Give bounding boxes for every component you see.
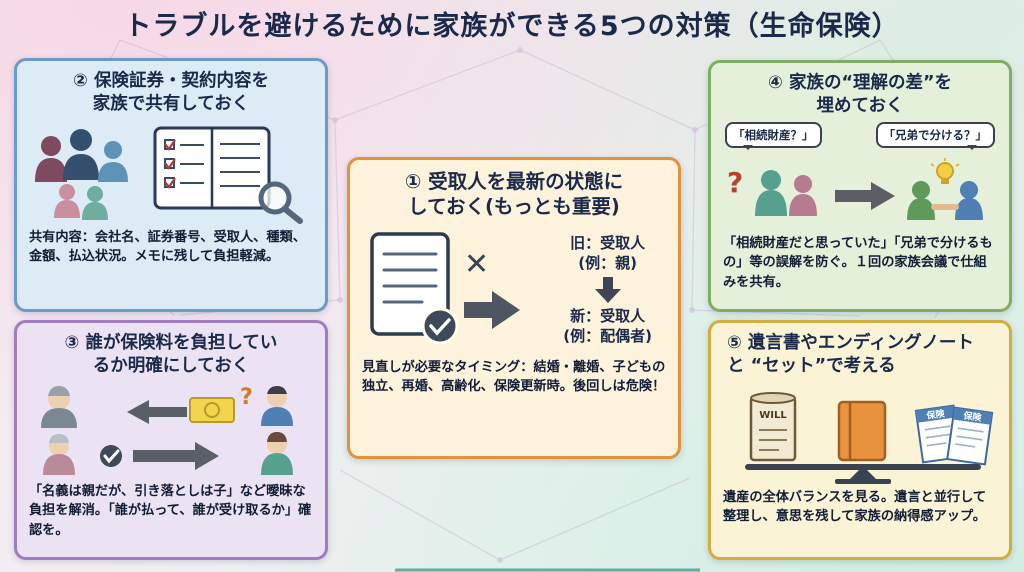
ending-note-icon [837, 400, 887, 461]
elderly-mother-icon [43, 433, 75, 475]
card-understanding-heading: ④ 家族の“理解の差”を 埋めておく [768, 73, 952, 116]
handshake-pair-icon [907, 180, 983, 220]
daughter-icon [261, 431, 293, 475]
beneficiary-illustration-row: ✕ 旧：受取人 (例：親) 新：受取人 (例：配偶者) [362, 224, 666, 354]
will-balance-illustration: WILL 保険 保険 [745, 391, 994, 484]
will-label: WILL [759, 410, 787, 421]
payer-flow-illustration: ? [41, 385, 293, 475]
insurance-papers-icon: 保険 保険 [914, 403, 994, 466]
question-mark: ? [240, 385, 253, 410]
magnifier-icon [258, 181, 303, 224]
card-beneficiary-heading: ① 受取人を最新の状態に しておく(もっとも重要) [404, 170, 624, 219]
card-premium-payer: ③ 誰が保険料を負担してい るか明確にしておく ? [14, 320, 328, 560]
card-payer-body: 「名義は親だが、引き落としは子」など曖昧な負担を解消。「誰が払って、誰が受け取る… [29, 483, 312, 539]
beneficiary-states: 旧：受取人 (例：親) 新：受取人 (例：配偶者) [563, 233, 660, 346]
arrow-right-icon [133, 441, 219, 470]
speech-bubbles: 「相続財産？」 「兄弟で分ける？」 [725, 121, 995, 150]
card-share-policy: ② 保険証券・契約内容を 家族で共有しておく [14, 58, 328, 312]
lightbulb-icon [930, 157, 960, 184]
card-will-body: 遺産の全体バランスを見る。遺言と並行して整理し、意思を残して家族の納得感アップ。 [723, 489, 987, 525]
card-share-body: 共有内容：会社名、証券番号、受取人、種類、金額、払込状況。メモに残して負担軽減。 [29, 229, 306, 265]
page-title: トラブルを避けるために家族ができる5つの対策（生命保険） [124, 11, 900, 42]
policy-document-illustration: ✕ [370, 231, 520, 345]
arrow-down-icon [594, 276, 621, 303]
elderly-father-icon [41, 385, 77, 428]
card-share-heading: ② 保険証券・契約内容を 家族で共有しておく [73, 71, 269, 114]
notebook-icon [153, 126, 271, 209]
question-mark: ? [727, 166, 743, 199]
old-beneficiary-label: 旧：受取人 (例：親) [570, 234, 646, 273]
will-scroll-icon: WILL [749, 391, 797, 461]
speech-bubble-right: 「兄弟で分ける？」 [875, 121, 995, 150]
check-icon [100, 444, 122, 467]
card-beneficiary-body: 見直しが必要なタイミング：結婚・離婚、子どもの独立、再婚、高齢化、保険更新時。後… [362, 359, 666, 395]
son-icon [261, 385, 293, 426]
document-icon [370, 231, 459, 345]
handshake-icon [931, 203, 959, 210]
balance-scale-icon [745, 463, 981, 484]
family-notebook-illustration [35, 126, 303, 224]
insurance-paper-label: 保険 [925, 407, 946, 422]
family-meeting-illustration: ? [727, 157, 983, 220]
new-beneficiary-label: 新：受取人 (例：配偶者) [563, 306, 652, 345]
arrow-left-icon [127, 399, 187, 424]
card-update-beneficiary: ① 受取人を最新の状態に しておく(もっとも重要) ✕ 旧：受取人 (例：親) [347, 157, 681, 459]
card-understanding-gap: ④ 家族の“理解の差”を 埋めておく 「相続財産？」 「兄弟で分ける？」 ? [708, 60, 1012, 312]
arrow-right-icon [835, 181, 895, 210]
money-icon [189, 396, 235, 423]
arrow-right-icon [464, 290, 520, 329]
speech-bubble-left: 「相続財産？」 [725, 121, 822, 150]
card-understanding-body: 「相続財産だと思っていた」「兄弟で分けるもの」等の誤解を防ぐ。１回の家族会議で仕… [723, 235, 993, 291]
insurance-paper-label: 保険 [962, 409, 983, 424]
card-will-set: ⑤ 遺言書やエンディングノート と “セット”で考える WILL 保険 [708, 320, 1012, 560]
confused-pair-icon [755, 169, 817, 216]
family-icon [35, 128, 128, 220]
card-payer-heading: ③ 誰が保険料を負担してい るか明確にしておく [64, 333, 278, 376]
card-will-heading: ⑤ 遺言書やエンディングノート と “セット”で考える [727, 333, 974, 376]
cross-mark: ✕ [464, 247, 489, 282]
